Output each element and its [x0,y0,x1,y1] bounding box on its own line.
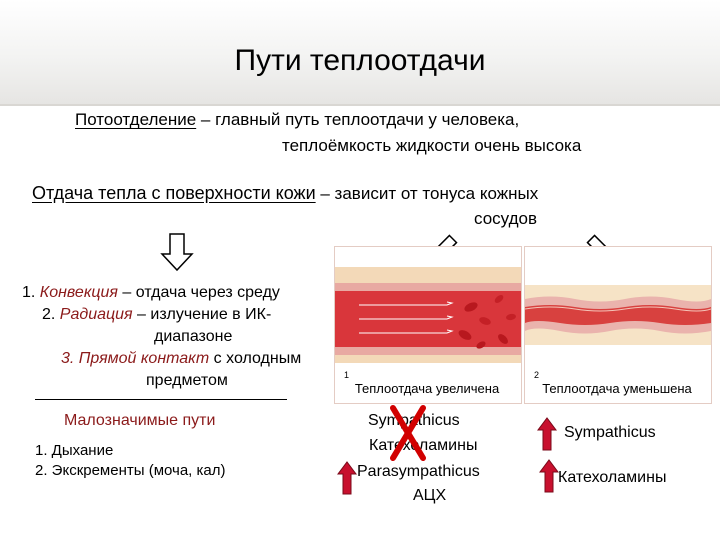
minor-heading: Малозначимые пути [64,412,216,429]
method-1-term: Конвекция [39,284,118,301]
vessel-dilated-image [334,246,522,404]
minor-item-1: 1. Дыхание [35,442,114,459]
vessel-constricted-illustration [525,285,711,345]
slide-title: Пути теплоотдачи [234,44,486,77]
sweat-text-2: теплоёмкость жидкости очень высока [282,136,582,155]
right-catecholamines: Катехоламины [558,469,667,486]
method-2-number: 2. [42,306,56,323]
left-parasympathicus: Parasympathicus [357,463,480,480]
left-ach: АЦХ [413,487,447,504]
method-3-number: 3. [61,350,75,367]
skin-term: Отдача тепла с поверхности кожи [32,183,316,203]
method-2-term: Радиация [59,306,133,323]
up-arrow-icon [337,461,357,495]
right-sympathicus: Sympathicus [564,424,656,441]
vessel-dilated-illustration [335,267,521,363]
up-arrow-icon [537,417,557,451]
method-2-text-2: диапазоне [154,328,233,345]
title-bar [0,0,720,104]
sweat-term: Потоотделение [75,110,197,129]
method-2-text: – излучение в ИК- [132,306,272,323]
image-2-caption: Теплоотдача уменьшена [542,381,692,396]
method-contact: 3. Прямой контакт с холодным [61,350,301,368]
down-arrow-icon [160,233,194,272]
image-1-caption: Теплоотдача увеличена [354,381,500,396]
image-1-number: 1 [344,370,350,380]
minor-item-2: 2. Экскременты (моча, кал) [35,462,226,479]
method-radiation: 2. Радиация – излучение в ИК- [42,306,271,324]
method-1-text: – отдача через среду [117,284,280,301]
method-3-term: Прямой контакт [78,350,210,367]
method-1-number: 1. [22,284,36,301]
up-arrow-icon [539,459,559,493]
title-divider [0,104,720,106]
skin-text-1: – зависит от тонуса кожных [315,184,539,203]
image-2-number: 2 [534,370,540,380]
sweat-text-1: – главный путь теплоотдачи у человека, [196,110,520,129]
divider-line [35,399,287,400]
method-3-text-2: предметом [146,372,228,389]
skin-text-2: сосудов [474,209,537,228]
method-3-text: с холодным [209,350,302,367]
method-convection: 1. Конвекция – отдача через среду [22,284,280,302]
cross-icon [390,405,426,461]
vessel-constricted-image [524,246,712,404]
skin-line-1: Отдача тепла с поверхности кожи – зависи… [32,183,538,204]
sweat-line-1: Потоотделение – главный путь теплоотдачи… [75,110,519,130]
